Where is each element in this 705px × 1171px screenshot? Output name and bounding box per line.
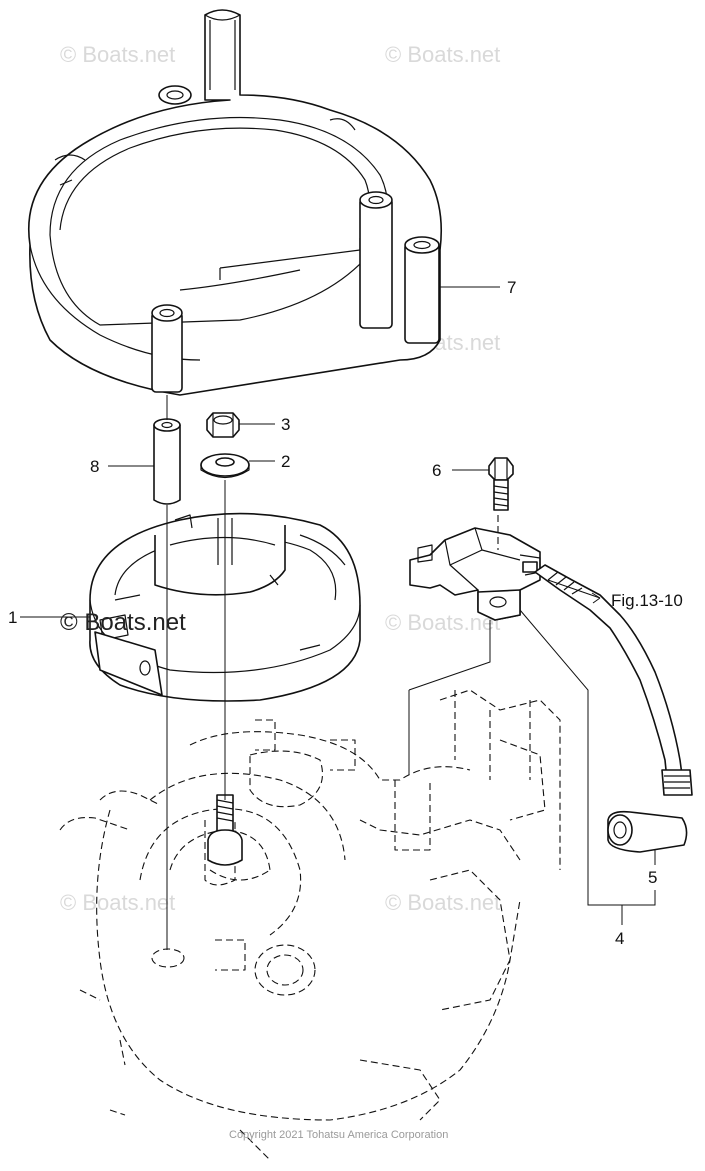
engine-block-phantom: [59, 689, 561, 1161]
callout-2: 2: [281, 452, 290, 471]
callout-6: 6: [432, 461, 441, 480]
callout-labels: 7 3 2 8 6 1 5 4 Fig.13-10: [8, 278, 683, 948]
callout-4: 4: [615, 929, 624, 948]
callout-3: 3: [281, 415, 290, 434]
callout-8: 8: [90, 457, 99, 476]
callout-7: 7: [507, 278, 516, 297]
alignment-lines: [166, 395, 499, 950]
watermark: © Boats.net: [385, 42, 500, 67]
watermark: © Boats.net: [60, 890, 175, 915]
part-4-ignition-coil: [409, 527, 541, 621]
part-7-cover: [28, 9, 443, 396]
watermark: © Boats.net: [385, 890, 500, 915]
callout-1: 1: [8, 608, 17, 627]
part-5-plug-cap: [534, 564, 693, 853]
crankshaft-end: [207, 794, 243, 866]
watermark: © Boats.net: [60, 42, 175, 67]
callout-5: 5: [648, 868, 657, 887]
part-6-bolt: [488, 457, 514, 511]
part-2-washer: [200, 453, 250, 479]
watermark-layer: © Boats.net © Boats.net © Boats.net © Bo…: [60, 42, 500, 915]
part-3-nut: [206, 412, 240, 438]
watermark-prominent: © Boats.net: [60, 609, 186, 636]
copyright-notice: Copyright 2021 Tohatsu America Corporati…: [229, 1129, 448, 1141]
part-8-collar: [153, 418, 181, 505]
figure-reference: Fig.13-10: [611, 591, 683, 610]
leader-lines: [20, 286, 656, 925]
